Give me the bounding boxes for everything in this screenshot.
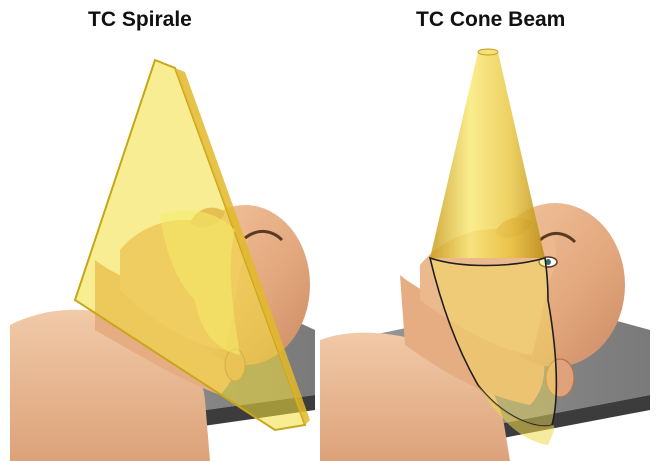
cone-beam-ct-illustration bbox=[320, 49, 650, 461]
spiral-ct-illustration bbox=[10, 60, 315, 461]
cone-beam-top bbox=[478, 49, 498, 55]
cone-beam-icon bbox=[430, 52, 545, 258]
